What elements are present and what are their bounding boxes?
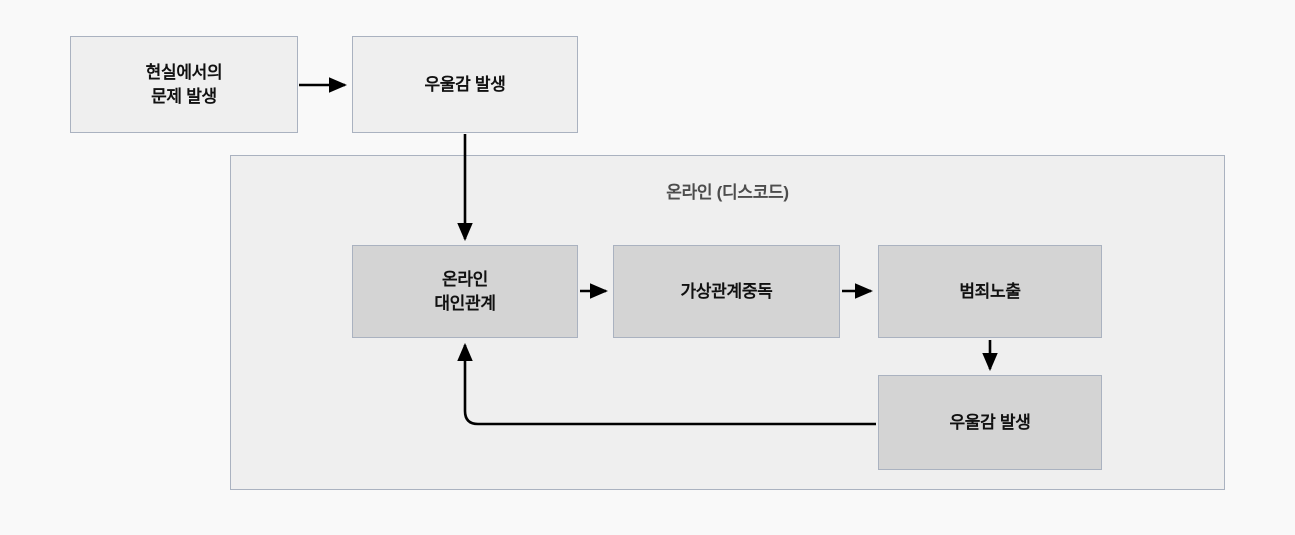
- node-online-relationship-label: 온라인 대인관계: [434, 270, 496, 313]
- node-crime-exposure[interactable]: 범죄노출: [878, 245, 1102, 338]
- node-depression-top[interactable]: 우울감 발생: [352, 36, 578, 133]
- node-depression-top-label: 우울감 발생: [424, 74, 506, 94]
- node-depression-bottom[interactable]: 우울감 발생: [878, 375, 1102, 470]
- node-crime-exposure-label: 범죄노출: [959, 281, 1021, 301]
- node-online-relationship[interactable]: 온라인 대인관계: [352, 245, 578, 338]
- group-container-label: 온라인 (디스코드): [666, 183, 789, 202]
- node-virtual-addiction[interactable]: 가상관계중독: [613, 245, 840, 338]
- node-depression-bottom-label: 우울감 발생: [949, 412, 1031, 432]
- node-real-problem[interactable]: 현실에서의 문제 발생: [70, 36, 298, 133]
- node-real-problem-label: 현실에서의 문제 발생: [145, 63, 223, 106]
- node-virtual-addiction-label: 가상관계중독: [680, 281, 773, 301]
